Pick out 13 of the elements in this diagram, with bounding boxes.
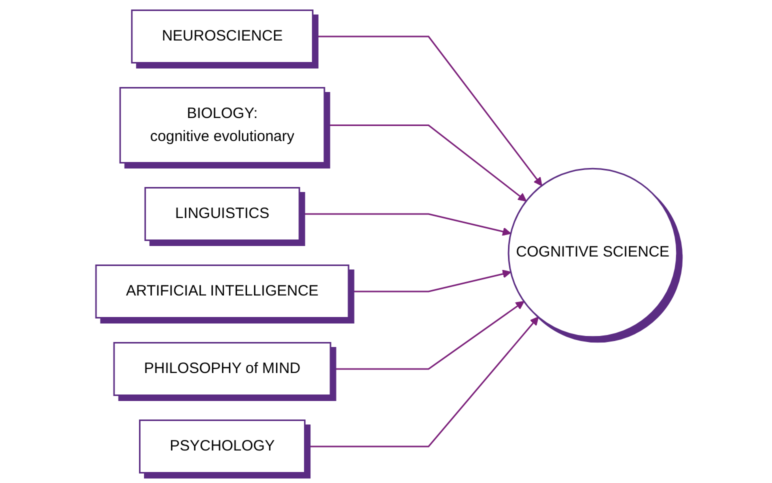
- arrow: [304, 316, 538, 448]
- node-box: LINGUISTICS: [144, 187, 300, 241]
- arrow: [324, 124, 526, 202]
- node-box: PHILOSOPHY of MIND: [112, 342, 331, 396]
- arrow: [348, 270, 511, 292]
- arrow: [330, 301, 524, 370]
- arrow: [312, 36, 542, 186]
- node-box: ARTIFICIAL INTELLIGENCE: [94, 264, 349, 318]
- node-circle: COGNITIVE SCIENCE: [507, 168, 678, 338]
- node-box: PSYCHOLOGY: [138, 420, 306, 474]
- node-box: BIOLOGY: cognitive evolutionary: [118, 87, 325, 164]
- node-box: NEUROSCIENCE: [130, 10, 313, 64]
- arrow: [298, 213, 511, 236]
